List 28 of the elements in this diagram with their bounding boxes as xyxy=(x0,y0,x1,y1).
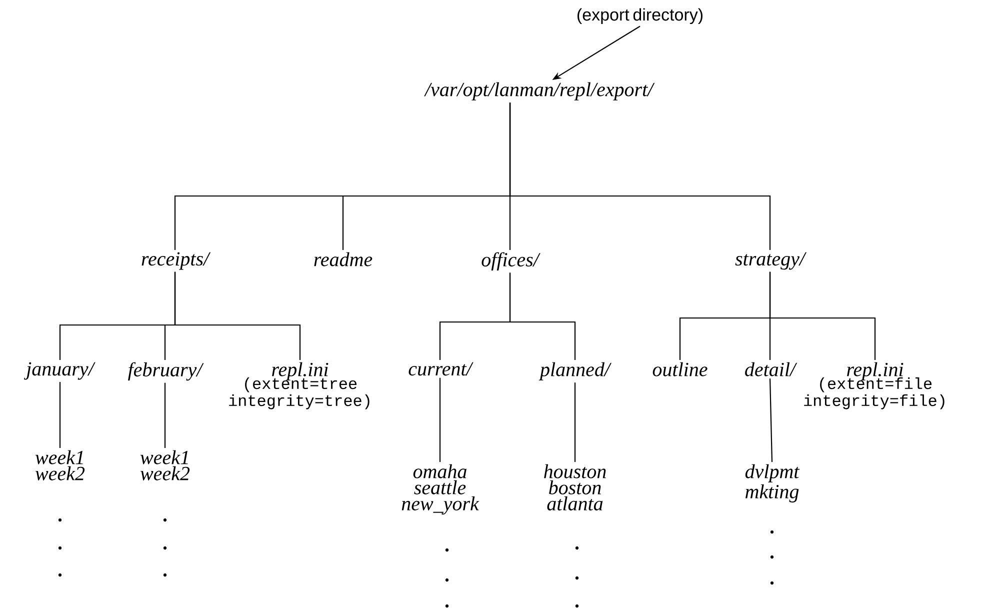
file-list: week1 week2 xyxy=(140,450,190,480)
directory-label: strategy/ xyxy=(735,252,807,270)
file-label: repl.ini (extent=tree integrity=tree) xyxy=(229,362,370,410)
directory-label: february/ xyxy=(128,362,204,381)
directory-caption: (export directory) xyxy=(578,8,702,24)
tree-connector xyxy=(174,272,301,360)
directory-label: outline xyxy=(652,362,708,376)
tree-connector xyxy=(509,272,576,360)
file-list: omaha seattle new_york xyxy=(402,464,480,515)
directory-label: detail/ xyxy=(745,362,798,376)
tree-connector xyxy=(164,382,166,448)
file-list: dvlpmt mkting xyxy=(745,464,800,502)
file-list: houston boston atlanta xyxy=(544,464,606,510)
directory-label: offices/ xyxy=(482,252,540,271)
tree-connector xyxy=(439,378,441,462)
directory-label: current/ xyxy=(408,362,474,376)
tree-connector xyxy=(769,272,876,360)
tree-connector xyxy=(574,382,576,462)
tree-connector xyxy=(59,382,61,448)
directory-label: january/ xyxy=(24,362,96,380)
tree-connector xyxy=(769,378,773,462)
file-label: readme xyxy=(314,252,372,266)
tree-connector xyxy=(509,102,771,250)
path-label: /var/opt/lanman/repl/export/ xyxy=(424,82,655,100)
file-list: week1 week2 xyxy=(36,450,85,480)
directory-label: receipts/ xyxy=(142,252,211,270)
directory-label: planned/ xyxy=(538,362,612,380)
file-label: repl.ini (extent=file integrity=file) xyxy=(804,362,944,410)
